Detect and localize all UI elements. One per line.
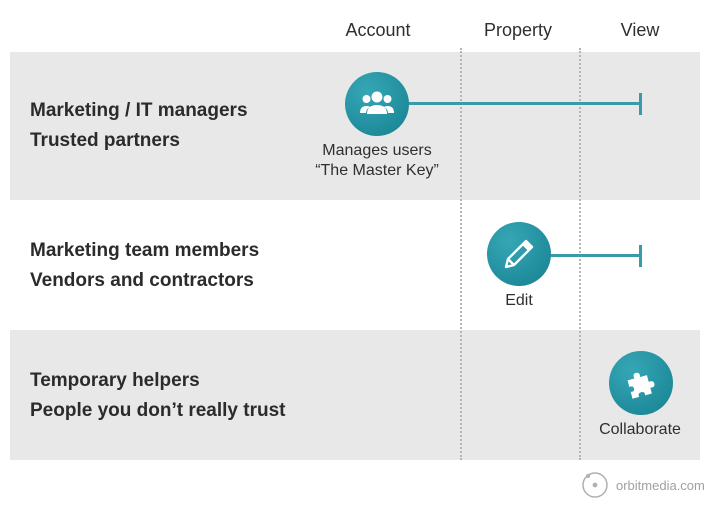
access-line-row1	[400, 102, 642, 105]
orbitmedia-watermark: orbitmedia.com	[580, 470, 705, 500]
caption-row1-line1: Manages users	[322, 142, 432, 159]
caption-row1-line2: “The Master Key”	[315, 162, 439, 179]
column-header-property: Property	[483, 20, 553, 40]
role-line-1a: Marketing / IT managers	[30, 100, 248, 121]
access-line-row2	[545, 254, 642, 257]
column-header-account: Account	[345, 20, 411, 40]
column-header-view: View	[620, 20, 660, 40]
puzzle-icon	[609, 351, 673, 415]
role-line-3a: Temporary helpers	[30, 370, 200, 391]
orbit-logo-icon	[582, 472, 608, 498]
access-endcap-row1	[639, 93, 642, 115]
pencil-icon	[487, 222, 551, 286]
divider-account-property	[460, 48, 462, 460]
caption-row3: Collaborate	[599, 421, 681, 438]
role-line-2b: Vendors and contractors	[30, 270, 254, 291]
role-line-1b: Trusted partners	[30, 130, 180, 151]
access-endcap-row2	[639, 245, 642, 267]
role-line-3b: People you don’t really trust	[30, 400, 286, 421]
users-icon	[345, 72, 409, 136]
row-band-3: Temporary helpers People you don’t reall…	[10, 330, 700, 460]
row-band-2: Marketing team members Vendors and contr…	[10, 200, 700, 330]
watermark-text: orbitmedia.com	[616, 477, 705, 493]
row-band-1: Marketing / IT managers Trusted partners	[10, 52, 700, 200]
caption-row2: Edit	[505, 292, 533, 309]
role-line-2a: Marketing team members	[30, 240, 260, 261]
